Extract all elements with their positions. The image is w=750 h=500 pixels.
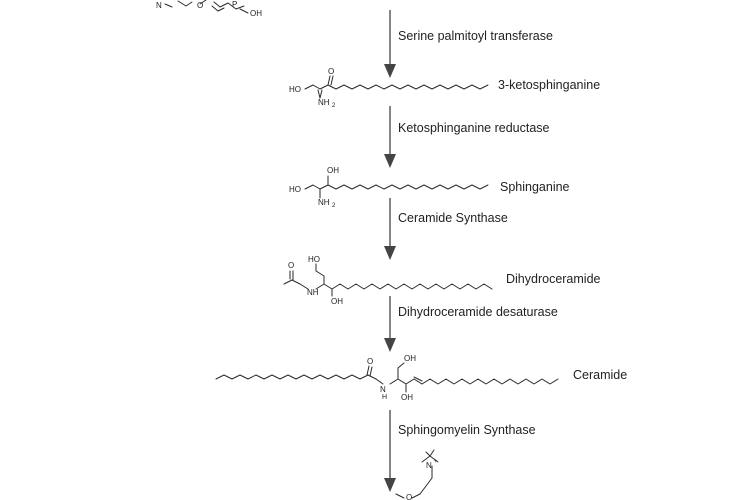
structure-ceramide: O N H OH OH [215,354,559,402]
enzyme-label-sphingomyelin-synthase: Sphingomyelin Synthase [398,423,536,437]
compound-label-sphinganine: Sphinganine [500,180,570,194]
ceramide-o-atom: O [367,357,373,366]
ceramide-sphingoid-chain [421,378,559,385]
dihydroceramide-oh-atom: OH [331,297,343,306]
reaction-arrow-2 [384,106,396,168]
top-p-atom: P [232,0,237,9]
enzyme-label-ceramide-synthase: Ceramide Synthase [398,211,508,225]
enzyme-label-ketosphinganine-reductase: Ketosphinganine reductase [398,121,550,135]
top-precursor-structure: N O P OH [156,0,262,18]
ketosphinganine-ho-atom: HO [289,85,301,94]
top-o-atom: O [197,1,203,10]
compound-label-3-ketosphinganine: 3-ketosphinganine [498,78,600,92]
dihydroceramide-nh-atom: NH [307,288,319,297]
ceramide-h-atom: H [382,394,387,401]
reaction-arrow-5 [384,410,396,492]
enzyme-label-dihydroceramide-desaturase: Dihydroceramide desaturase [398,305,558,319]
ceramide-oh-bottom-atom: OH [401,393,413,402]
top-n-atom: N [156,1,162,10]
reaction-arrow-4 [384,296,396,352]
sphinganine-nh2-atom: NH [318,198,330,207]
enzyme-label-serine-palmitoyl-transferase: Serine palmitoyl transferase [398,29,553,43]
sphinganine-nh2-subscript: 2 [332,203,336,209]
phosphocholine-plus-charge: + [434,459,438,465]
ceramide-fatty-acyl-chain [215,374,369,380]
dihydroceramide-o-atom: O [288,261,294,270]
compound-label-ceramide: Ceramide [573,368,627,382]
sphinganine-alkyl-chain [327,184,489,190]
reaction-arrow-3 [384,198,396,260]
reaction-arrow-1 [384,10,396,78]
phosphocholine-o-atom: O [406,493,412,500]
structure-dihydroceramide: O NH HO OH [283,255,493,306]
ketosphinganine-nh2-atom: NH [318,98,330,107]
phosphocholine-n-atom: N [426,461,432,470]
top-oh-atom: OH [250,9,262,18]
sphinganine-oh-atom: OH [327,166,339,175]
ketosphinganine-nh2-subscript: 2 [332,103,336,109]
ketosphinganine-alkyl-chain [327,84,489,90]
dihydroceramide-alkyl-chain [331,283,493,290]
ceramide-oh-top-atom: OH [404,354,416,363]
sphinganine-ho-atom: HO [289,185,301,194]
structure-sphinganine: HO OH NH 2 [289,166,489,209]
structure-phosphocholine-fragment: N + O [395,449,439,500]
dihydroceramide-ho-atom: HO [308,255,320,264]
ketosphinganine-o-atom: O [328,67,334,76]
ceramide-n-atom: N [380,385,386,394]
compound-label-dihydroceramide: Dihydroceramide [506,272,601,286]
structure-3-ketosphinganine: HO O NH 2 [289,67,489,109]
